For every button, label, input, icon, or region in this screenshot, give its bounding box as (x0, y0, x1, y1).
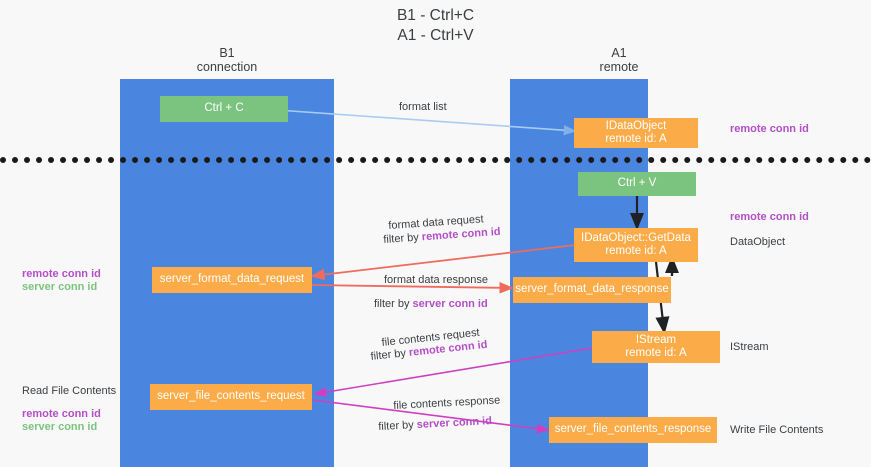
edge-format-data-request (310, 244, 576, 281)
section-divider (0, 157, 871, 163)
edge-format-data-response (309, 282, 514, 294)
node-idataobject-line2: remote id: A (605, 133, 667, 145)
node-istream[interactable]: IStream remote id: A (592, 331, 720, 363)
title-line-2: A1 - Ctrl+V (397, 27, 474, 44)
node-idataobject[interactable]: IDataObject remote id: A (574, 118, 698, 148)
filter-prefix-2: filter by (374, 298, 413, 310)
column-a1-name: A1 (611, 46, 627, 60)
annotation-right-remote-conn-id-1: remote conn id (730, 123, 809, 135)
column-b1-name: B1 (219, 46, 235, 60)
node-server-format-data-request[interactable]: server_format_data_request (152, 267, 312, 293)
node-sfcreq-label: server_file_contents_request (157, 390, 305, 403)
edge-label-format-list: format list (399, 101, 447, 113)
annotation-left-read-file-contents: Read File Contents (22, 385, 117, 397)
node-getdata-line2: remote id: A (605, 245, 667, 257)
column-header-a1: A1 remote (539, 46, 699, 74)
node-istream-line2: remote id: A (625, 347, 687, 359)
filter-key-server-conn-id-2: server conn id (416, 415, 493, 431)
annotation-right-write-file-contents: Write File Contents (730, 424, 824, 436)
node-ctrl-v[interactable]: Ctrl + V (578, 172, 696, 196)
node-ctrl-c-label: Ctrl + C (204, 102, 244, 115)
node-idataobject-getdata[interactable]: IDataObject::GetData remote id: A (574, 228, 698, 262)
edge-filter-format-data-response: filter by server conn id (374, 298, 488, 311)
edge-file-contents-request (313, 347, 593, 398)
node-ctrl-v-label: Ctrl + V (617, 177, 657, 190)
node-sfcres-label: server_file_contents_response (554, 423, 712, 436)
annotation-right-istream: IStream (730, 341, 769, 353)
filter-prefix-4: filter by (378, 418, 418, 433)
annotation-left-remote-conn-id-1: remote conn id (22, 268, 101, 280)
edge-label-format-data-response: format data response (384, 274, 488, 286)
annotation-right-remote-conn-id-2: remote conn id (730, 211, 809, 223)
node-sfdres-label: server_format_data_response (515, 283, 669, 296)
column-b1-role: connection (196, 60, 258, 74)
annotation-left-server-conn-id-2: server conn id (22, 421, 98, 433)
node-getdata-line1: IDataObject::GetData (581, 231, 691, 244)
annotation-left-server-conn-id-1: server conn id (22, 281, 98, 293)
annotation-right-dataobject: DataObject (730, 236, 786, 248)
filter-prefix-3: filter by (370, 346, 410, 363)
title-line-1: B1 - Ctrl+C (396, 7, 475, 24)
column-header-b1: B1 connection (147, 46, 307, 74)
node-istream-line1: IStream (635, 333, 677, 346)
node-server-format-data-response[interactable]: server_format_data_response (513, 277, 671, 303)
column-a1-role: remote (599, 60, 639, 74)
node-server-file-contents-response[interactable]: server_file_contents_response (549, 417, 717, 443)
node-server-file-contents-request[interactable]: server_file_contents_request (150, 384, 312, 410)
node-sfdreq-label: server_format_data_request (159, 273, 305, 286)
filter-prefix-1: filter by (383, 231, 423, 246)
filter-key-server-conn-id-1: server conn id (412, 298, 488, 310)
node-idataobject-line1: IDataObject (605, 119, 667, 132)
annotation-left-remote-conn-id-2: remote conn id (22, 408, 101, 420)
edge-format-list (276, 109, 577, 136)
page-title: B1 - Ctrl+C A1 - Ctrl+V (0, 6, 871, 46)
node-ctrl-c[interactable]: Ctrl + C (160, 96, 288, 122)
edge-file-contents-response (312, 399, 550, 434)
